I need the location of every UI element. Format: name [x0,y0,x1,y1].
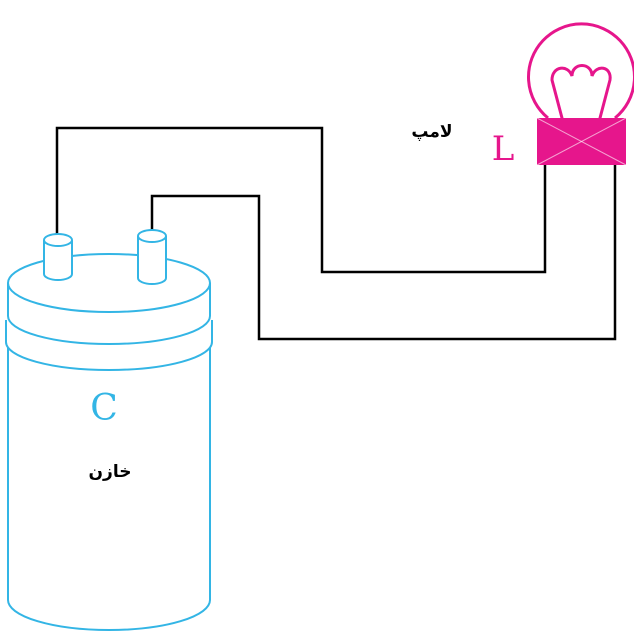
lamp-filament [550,64,612,120]
lamp-letter: L [492,129,515,169]
capacitor-top [7,253,211,313]
capacitor-body [7,340,211,631]
capacitor-name: خازن [89,462,132,482]
capacitor: C خازن [5,229,213,631]
capacitor-letter: C [90,388,118,429]
lamp: L لامپ [411,22,634,169]
lamp-bulb [527,22,634,120]
wire-inner [150,164,617,341]
wires [55,126,617,341]
capacitor-terminal-right [137,229,167,285]
capacitor-terminal-left [43,233,73,281]
wire-outer [55,126,547,274]
lamp-name: لامپ [411,122,452,142]
